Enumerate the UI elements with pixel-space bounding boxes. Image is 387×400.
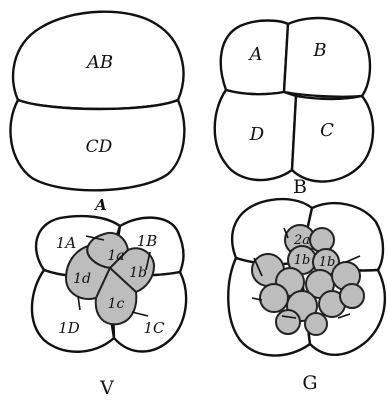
label-2a: 2a (293, 233, 310, 248)
label-ab: AB (85, 52, 113, 73)
label-1D: 1D (58, 319, 80, 337)
caption-g: G (302, 372, 317, 394)
blastomere-b (284, 18, 370, 97)
label-1b-inner: 1b (294, 253, 311, 268)
caption-a: A (93, 196, 107, 214)
label-cd: CD (86, 137, 113, 157)
caption-b: B (293, 176, 307, 198)
panel-eight-cell: 1A 1B 1D 1C 1a 1b 1d 1c V (32, 216, 186, 399)
panel-two-cell: AB CD A (10, 12, 184, 214)
label-1b-right: 1b (319, 255, 336, 270)
micromere (310, 228, 334, 252)
label-b: B (312, 40, 326, 61)
label-d: D (249, 124, 265, 145)
micromere (340, 284, 364, 308)
micromere (276, 310, 300, 334)
label-1a-left: 1d (73, 271, 91, 287)
label-1C: 1C (143, 319, 165, 337)
label-1A: 1A (56, 234, 77, 252)
caption-v: V (99, 377, 114, 399)
label-a: A (248, 44, 263, 65)
panel-four-cell: A B D C B (215, 18, 373, 198)
label-1a-top: 1a (107, 248, 124, 264)
micromere (305, 313, 327, 335)
label-1b: 1b (129, 265, 147, 281)
label-c: C (320, 120, 334, 141)
label-1c: 1c (108, 296, 125, 312)
label-1B: 1B (137, 232, 158, 250)
micromere (260, 284, 288, 312)
panel-sixteen-cell: 2a 1b 1b G (228, 199, 385, 394)
